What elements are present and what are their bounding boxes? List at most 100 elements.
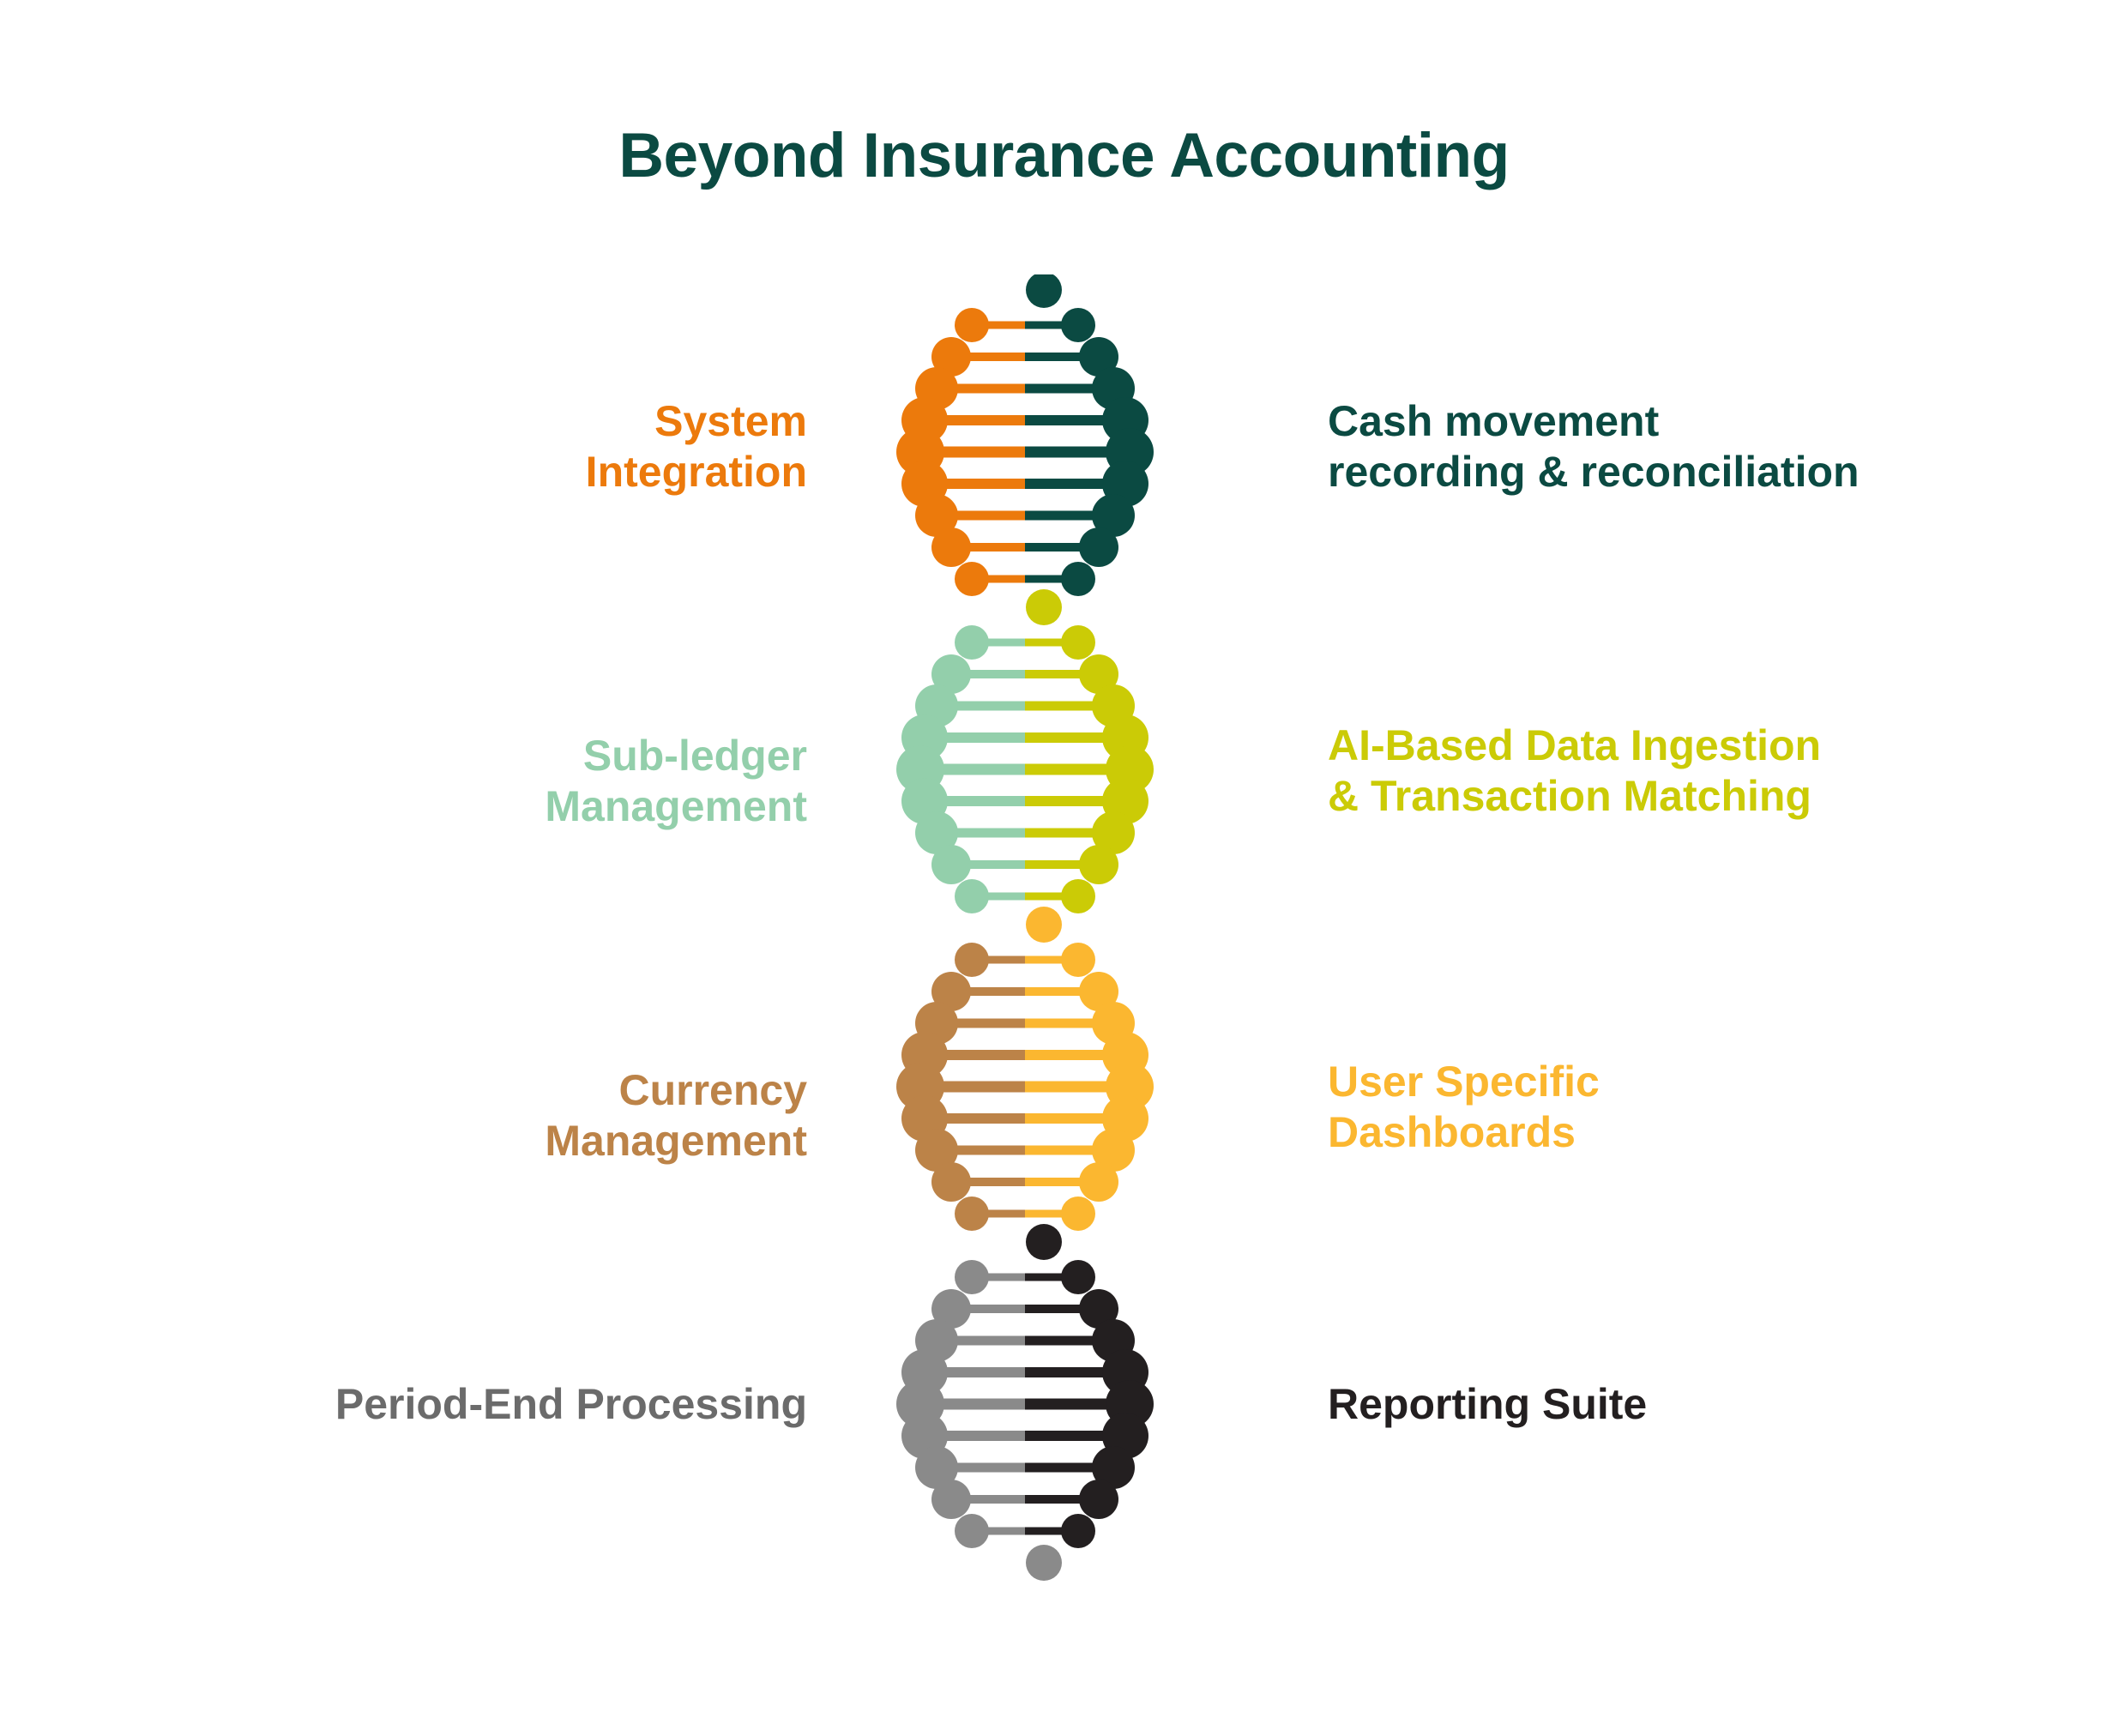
helix-rung-right-bar-s2-r4 [1025, 732, 1125, 743]
helix-rung-left-bar-s4-r6 [925, 1431, 1025, 1441]
helix-rung-left-bar-s1-r7 [937, 510, 1025, 521]
helix-rung-left-bar-s2-r2 [951, 670, 1025, 678]
helix-node-left-s4-r7 [915, 1446, 958, 1489]
helix-node-right-s1-r1 [1061, 308, 1095, 342]
helix-rung-right-bar-s4-r8 [1025, 1495, 1099, 1504]
helix-rung-left-bar-s1-r3 [937, 383, 1025, 394]
helix-cap-dot-bottom-segment-4 [1026, 1545, 1062, 1581]
helix-rung-left-bar-s2-r5 [920, 763, 1025, 775]
helix-node-left-s4-r9 [955, 1514, 989, 1548]
helix-cap-dot-segment-4 [1026, 1224, 1062, 1260]
helix-node-right-s1-r2 [1079, 337, 1118, 377]
label-cash-movement-recording: Cash movement recording & reconciliation [1328, 397, 1860, 496]
helix-node-right-s3-r1 [1061, 943, 1095, 977]
helix-rung-right-bar-s4-r6 [1025, 1431, 1125, 1441]
helix-rung-right-bar-s1-r2 [1025, 353, 1099, 361]
helix-rung-right-bar-s1-r4 [1025, 415, 1125, 425]
helix-cap-dot-segment-1 [1026, 274, 1062, 308]
helix-node-left-s4-r1 [955, 1260, 989, 1294]
helix-node-right-s4-r2 [1079, 1289, 1118, 1329]
helix-rung-right-bar-s4-r7 [1025, 1462, 1113, 1473]
helix-rung-right-bar-s4-r1 [1025, 1273, 1078, 1281]
helix-rung-right-bar-s3-r7 [1025, 1145, 1113, 1155]
helix-node-left-s2-r2 [931, 654, 971, 694]
helix-node-right-s2-r7 [1092, 811, 1135, 854]
helix-rung-left-bar-s2-r7 [937, 828, 1025, 838]
helix-node-right-s1-r9 [1061, 562, 1095, 596]
helix-rung-left-bar-s3-r1 [972, 955, 1025, 964]
helix-rung-right-bar-s2-r1 [1025, 638, 1078, 647]
helix-rung-right-bar-s3-r3 [1025, 1018, 1113, 1028]
helix-rung-right-bar-s2-r3 [1025, 701, 1113, 711]
helix-node-right-s1-r8 [1079, 527, 1118, 567]
helix-node-right-s2-r9 [1061, 879, 1095, 913]
helix-rung-left-bar-s1-r4 [925, 415, 1025, 425]
helix-rung-right-bar-s4-r5 [1025, 1398, 1130, 1410]
helix-rung-right-bar-s1-r8 [1025, 543, 1099, 552]
dna-helix-graphic [875, 274, 1184, 1630]
helix-rung-left-bar-s1-r5 [920, 446, 1025, 458]
helix-rung-right-bar-s3-r2 [1025, 987, 1099, 996]
helix-node-left-s2-r8 [931, 845, 971, 884]
label-user-specific-dashboards: User Specific Dashboards [1328, 1058, 1600, 1156]
helix-node-left-s3-r2 [931, 972, 971, 1011]
helix-cap-dot-segment-2 [1026, 589, 1062, 625]
helix-rung-right-bar-s2-r2 [1025, 670, 1099, 678]
label-reporting-suite: Reporting Suite [1328, 1380, 1648, 1428]
helix-rung-right-bar-s4-r3 [1025, 1335, 1113, 1346]
helix-rung-left-bar-s4-r7 [937, 1462, 1025, 1473]
label-ai-based-data-ingestion: AI-Based Data Ingestion & Transaction Ma… [1328, 721, 1822, 820]
helix-rung-right-bar-s3-r5 [1025, 1081, 1130, 1093]
helix-rung-right-bar-s1-r5 [1025, 446, 1130, 458]
helix-rung-right-bar-s1-r3 [1025, 383, 1113, 394]
helix-rung-right-bar-s4-r2 [1025, 1305, 1099, 1313]
label-system-integration: System Integration [585, 397, 807, 496]
helix-node-left-s4-r2 [931, 1289, 971, 1329]
helix-rung-left-bar-s2-r6 [925, 796, 1025, 806]
helix-rung-left-bar-s1-r9 [972, 575, 1025, 583]
label-period-end-processing: Period-End Processing [335, 1380, 807, 1428]
helix-rung-left-bar-s3-r7 [937, 1145, 1025, 1155]
helix-rung-left-bar-s1-r8 [951, 543, 1025, 552]
helix-rung-right-bar-s3-r6 [1025, 1113, 1125, 1124]
helix-node-left-s1-r8 [931, 527, 971, 567]
helix-rung-left-bar-s4-r9 [972, 1527, 1025, 1535]
helix-rung-left-bar-s2-r4 [925, 732, 1025, 743]
helix-rung-right-bar-s1-r7 [1025, 510, 1113, 521]
helix-node-right-s3-r2 [1079, 972, 1118, 1011]
helix-rung-right-bar-s2-r8 [1025, 860, 1099, 869]
helix-rung-left-bar-s4-r2 [951, 1305, 1025, 1313]
helix-node-left-s1-r2 [931, 337, 971, 377]
helix-node-right-s2-r1 [1061, 625, 1095, 660]
helix-node-right-s1-r7 [1092, 494, 1135, 537]
helix-rung-left-bar-s2-r3 [937, 701, 1025, 711]
helix-rung-right-bar-s2-r9 [1025, 892, 1078, 901]
helix-rung-right-bar-s4-r9 [1025, 1527, 1078, 1535]
helix-rung-right-bar-s2-r6 [1025, 796, 1125, 806]
helix-node-right-s3-r7 [1092, 1129, 1135, 1172]
helix-rung-left-bar-s4-r5 [920, 1398, 1025, 1410]
helix-rung-left-bar-s2-r1 [972, 638, 1025, 647]
helix-rung-left-bar-s3-r6 [925, 1113, 1025, 1124]
label-currency-management: Currency Management [545, 1066, 807, 1165]
label-sub-ledger-management: Sub-ledger Management [545, 732, 807, 830]
helix-rung-left-bar-s1-r6 [925, 479, 1025, 489]
helix-node-left-s1-r7 [915, 494, 958, 537]
helix-rung-left-bar-s3-r4 [925, 1050, 1025, 1060]
helix-rung-right-bar-s3-r8 [1025, 1178, 1099, 1186]
dna-helix-svg [896, 274, 1154, 1581]
helix-rung-right-bar-s2-r5 [1025, 763, 1130, 775]
helix-rung-left-bar-s1-r1 [972, 321, 1025, 329]
helix-node-right-s3-r9 [1061, 1197, 1095, 1231]
helix-node-left-s3-r8 [931, 1162, 971, 1202]
helix-node-left-s4-r8 [931, 1480, 971, 1519]
helix-node-right-s4-r7 [1092, 1446, 1135, 1489]
helix-rung-left-bar-s3-r3 [937, 1018, 1025, 1028]
helix-node-left-s3-r1 [955, 943, 989, 977]
helix-node-right-s2-r8 [1079, 845, 1118, 884]
helix-node-right-s4-r8 [1079, 1480, 1118, 1519]
helix-node-right-s2-r2 [1079, 654, 1118, 694]
helix-node-left-s3-r7 [915, 1129, 958, 1172]
helix-rung-right-bar-s3-r1 [1025, 955, 1078, 964]
